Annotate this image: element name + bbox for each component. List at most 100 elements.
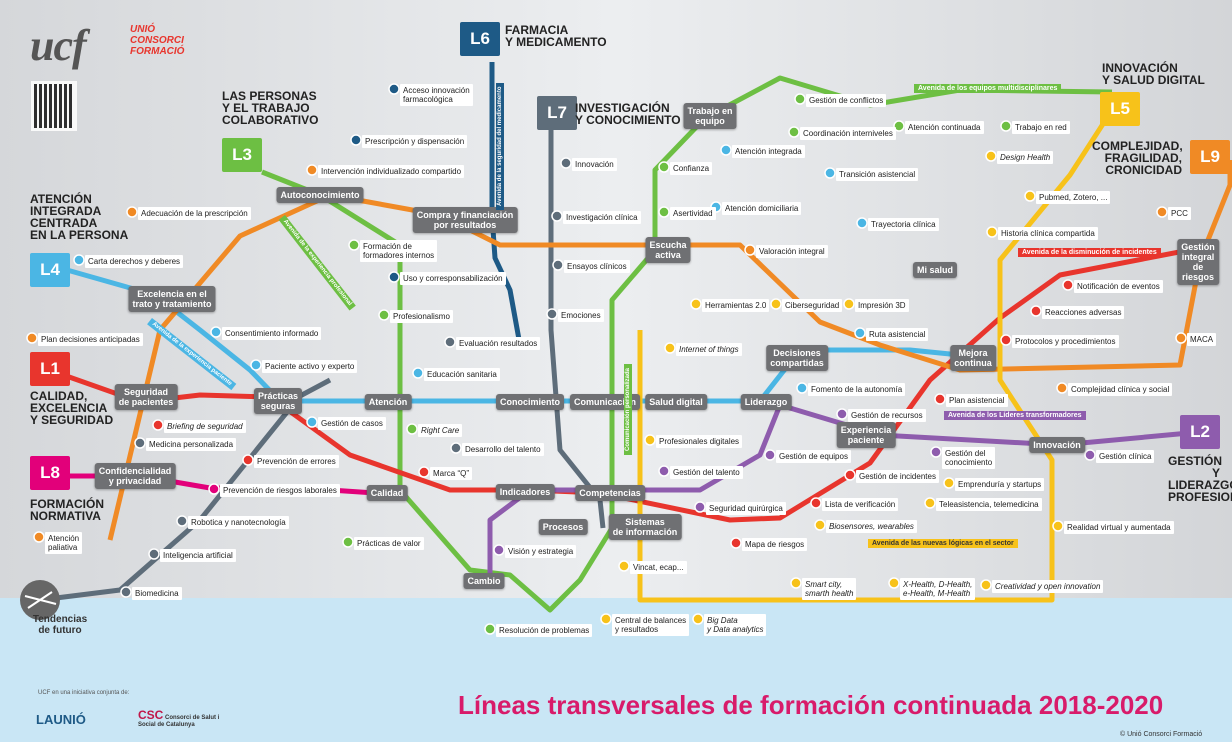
station-gestion-clinica[interactable]: Gestión clínica (1096, 450, 1155, 463)
interchange-liderazgo[interactable]: Liderazgo (740, 394, 792, 410)
interchange-trabajo-en-equipo[interactable]: Trabajo en equipo (683, 103, 737, 129)
interchange-compra-y-financiacion-por-resultados[interactable]: Compra y financiación por resultados (412, 207, 518, 233)
interchange-gestion-integral-de-riesgos[interactable]: Gestión integral de riesgos (1177, 239, 1219, 285)
station-emprenduria-y-startups[interactable]: Emprenduría y startups (955, 478, 1045, 491)
station-intervencion-individualizado-compartido[interactable]: Intervención individualizado compartido (318, 165, 465, 178)
interchange-procesos[interactable]: Procesos (538, 519, 588, 535)
station-maca[interactable]: MACA (1187, 333, 1217, 346)
station-plan-decisiones-anticipadas[interactable]: Plan decisiones anticipadas (38, 333, 143, 346)
station-prevencion-de-riesgos-laborales[interactable]: Prevención de riesgos laborales (220, 484, 340, 497)
interchange-seguridad-de-pacientes[interactable]: Seguridad de pacientes (114, 384, 178, 410)
badge-l9[interactable]: L9 (1190, 140, 1230, 174)
interchange-atencion[interactable]: Atención (364, 394, 412, 410)
station-herramientas-2-0[interactable]: Herramientas 2.0 (702, 299, 770, 312)
station-valoracion-integral[interactable]: Valoración integral (756, 245, 828, 258)
station-smart-city-smarth-health[interactable]: Smart city, smarth health (802, 578, 857, 600)
station-realidad-virtual-y-aumentada[interactable]: Realidad virtual y aumentada (1064, 521, 1174, 534)
station-carta-derechos-y-deberes[interactable]: Carta derechos y deberes (85, 255, 184, 268)
station-big-data-y-data-analytics[interactable]: Big Data y Data analytics (704, 614, 767, 636)
station-atencion-domiciliaria[interactable]: Atención domiciliaria (722, 202, 802, 215)
station-vision-y-estrategia[interactable]: Visión y estrategia (505, 545, 577, 558)
station-trayectoria-clinica[interactable]: Trayectoria clínica (868, 218, 939, 231)
station-gestion-de-recursos[interactable]: Gestión de recursos (848, 409, 926, 422)
station-complejidad-clinica-y-social[interactable]: Complejidad clínica y social (1068, 383, 1173, 396)
station-right-care[interactable]: Right Care (418, 424, 463, 437)
interchange-cambio[interactable]: Cambio (463, 573, 505, 589)
station-pubmed-zotero[interactable]: Pubmed, Zotero, ... (1036, 191, 1111, 204)
badge-l5[interactable]: L5 (1100, 92, 1140, 126)
interchange-confidencialidad-y-privacidad[interactable]: Confidencialidad y privacidad (94, 463, 176, 489)
station-historia-clinica-compartida[interactable]: Historia clínica compartida (998, 227, 1098, 240)
station-gestion-de-equipos[interactable]: Gestión de equipos (776, 450, 851, 463)
interchange-conocimiento[interactable]: Conocimiento (496, 394, 564, 410)
station-innovacion[interactable]: Innovación (572, 158, 617, 171)
interchange-escucha-activa[interactable]: Escucha activa (645, 237, 691, 263)
station-medicina-personalizada[interactable]: Medicina personalizada (146, 438, 237, 451)
badge-l8[interactable]: L8 (30, 456, 70, 490)
interchange-excelencia-en-el-trato-y-tratamiento[interactable]: Excelencia en el trato y tratamiento (128, 286, 216, 312)
station-coordinacion-interniveles[interactable]: Coordinación interniveles (800, 127, 896, 140)
interchange-mejora-continua[interactable]: Mejora continua (950, 345, 996, 371)
station-ensayos-clinicos[interactable]: Ensayos clínicos (564, 260, 630, 273)
interchange-experiencia-paciente[interactable]: Experiencia paciente (836, 422, 896, 448)
station-briefing-de-seguridad[interactable]: Briefing de seguridad (164, 420, 246, 433)
station-inteligencia-artificial[interactable]: Inteligencia artificial (160, 549, 236, 562)
interchange-competencias[interactable]: Competencias (575, 485, 645, 501)
station-teleasistencia-telemedicina[interactable]: Teleasistencia, telemedicina (936, 498, 1042, 511)
station-educacion-sanitaria[interactable]: Educación sanitaria (424, 368, 500, 381)
station-notificacion-de-eventos[interactable]: Notificación de eventos (1074, 280, 1163, 293)
interchange-calidad[interactable]: Calidad (366, 485, 408, 501)
interchange-comunicacion[interactable]: Comunicación (569, 394, 641, 410)
station-impresion-3d[interactable]: Impresión 3D (855, 299, 909, 312)
station-evaluacion-resultados[interactable]: Evaluación resultados (456, 337, 541, 350)
badge-l6[interactable]: L6 (460, 22, 500, 56)
badge-l4[interactable]: L4 (30, 253, 70, 287)
interchange-salud-digital[interactable]: Salud digital (645, 394, 707, 410)
station-lista-de-verificacion[interactable]: Lista de verificación (822, 498, 899, 511)
station-biomedicina[interactable]: Biomedicina (132, 587, 182, 600)
badge-l2[interactable]: L2 (1180, 415, 1220, 449)
station-gestion-del-talento[interactable]: Gestión del talento (670, 466, 743, 479)
station-emociones[interactable]: Emociones (558, 309, 604, 322)
station-asertividad[interactable]: Asertividad (670, 207, 716, 220)
station-prevencion-de-errores[interactable]: Prevención de errores (254, 455, 339, 468)
station-central-de-balances-y-resultados[interactable]: Central de balances y resultados (612, 614, 690, 636)
station-prescripcion-y-dispensacion[interactable]: Prescripción y dispensación (362, 135, 468, 148)
badge-l3[interactable]: L3 (222, 138, 262, 172)
interchange-tendencias-de-futuro[interactable]: Tendencias de futuro (32, 614, 88, 636)
station-ruta-asistencial[interactable]: Ruta asistencial (866, 328, 929, 341)
station-mapa-de-riesgos[interactable]: Mapa de riesgos (742, 538, 808, 551)
station-practicas-de-valor[interactable]: Prácticas de valor (354, 537, 424, 550)
station-fomento-de-la-autonomia[interactable]: Fomento de la autonomía (808, 383, 906, 396)
station-ciberseguridad[interactable]: Ciberseguridad (782, 299, 843, 312)
station-seguridad-quirurgica[interactable]: Seguridad quirúrgica (706, 502, 786, 515)
station-resolucion-de-problemas[interactable]: Resolución de problemas (496, 624, 593, 637)
station-profesionales-digitales[interactable]: Profesionales digitales (656, 435, 743, 448)
station-vincat-ecap[interactable]: Vincat, ecap... (630, 561, 687, 574)
interchange-indicadores[interactable]: Indicadores (495, 484, 555, 500)
station-protocolos-y-procedimientos[interactable]: Protocolos y procedimientos (1012, 335, 1119, 348)
station-trabajo-en-red[interactable]: Trabajo en red (1012, 121, 1070, 134)
interchange-sistemas-de-informacion[interactable]: Sistemas de información (608, 514, 682, 540)
interchange-mi-salud[interactable]: Mi salud (912, 262, 958, 278)
station-internet-of-things[interactable]: Internet of things (676, 343, 742, 356)
station-atencion-continuada[interactable]: Atención continuada (905, 121, 984, 134)
station-uso-y-corresponsabilizacion[interactable]: Uso y corresponsabilización (400, 272, 506, 285)
station-profesionalismo[interactable]: Profesionalismo (390, 310, 453, 323)
station-reacciones-adversas[interactable]: Reacciones adversas (1042, 306, 1125, 319)
badge-l7[interactable]: L7 (537, 96, 577, 130)
interchange-autoconocimiento[interactable]: Autoconocimiento (276, 187, 364, 203)
station-gestion-de-casos[interactable]: Gestión de casos (318, 417, 386, 430)
badge-l1[interactable]: L1 (30, 352, 70, 386)
station-x-health-d-health-e-health-m-health[interactable]: X-Health, D-Health, e-Health, M-Health (900, 578, 976, 600)
station-desarrollo-del-talento[interactable]: Desarrollo del talento (462, 443, 544, 456)
interchange-decisiones-compartidas[interactable]: Decisiones compartidas (766, 345, 828, 371)
station-consentimiento-informado[interactable]: Consentimiento informado (222, 327, 322, 340)
station-acceso-innovacion-farmacologica[interactable]: Acceso innovación farmacológica (400, 84, 473, 106)
interchange-practicas-seguras[interactable]: Prácticas seguras (253, 388, 303, 414)
station-creatividad-y-open-innovation[interactable]: Creatividad y open innovation (992, 580, 1104, 593)
station-confianza[interactable]: Confianza (670, 162, 713, 175)
station-robotica-y-nanotecnologia[interactable]: Robotica y nanotecnología (188, 516, 289, 529)
station-transicion-asistencial[interactable]: Transición asistencial (836, 168, 919, 181)
station-gestion-de-conflictos[interactable]: Gestión de conflictos (806, 94, 887, 107)
